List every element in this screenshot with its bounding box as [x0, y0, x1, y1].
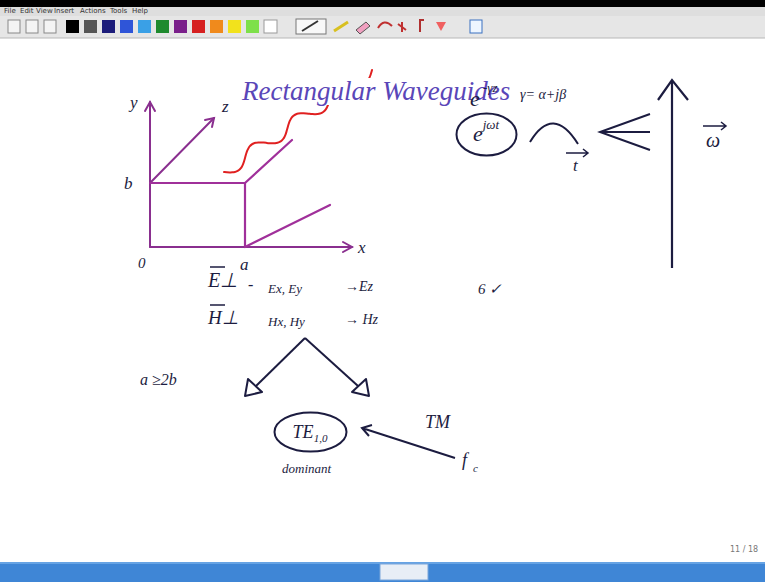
- origin-label: 0: [138, 256, 146, 271]
- menu-item: Tools: [110, 8, 127, 15]
- overbar: [210, 304, 225, 306]
- field-symbol: E⊥: [208, 270, 237, 290]
- field-components: Hx, Hy: [268, 315, 305, 328]
- subscript: c: [473, 463, 478, 474]
- pulse-sketch: [530, 123, 578, 144]
- status-bar-edge: [0, 563, 765, 564]
- branch-tree: [245, 338, 369, 396]
- large-arrow: [658, 80, 688, 268]
- script-text: jωt: [483, 118, 499, 131]
- page-control: [380, 564, 428, 580]
- node-text: TE: [293, 423, 314, 441]
- script-text: 1,0: [314, 433, 328, 444]
- dimension-label: a: [240, 256, 249, 273]
- mode-label: TM: [425, 413, 450, 431]
- tool-icons: [8, 19, 482, 34]
- field-components: → Hz: [345, 313, 378, 327]
- circled-mode: TE1,0: [273, 411, 348, 453]
- axis-label: x: [358, 239, 366, 256]
- field-symbol: H⊥: [208, 308, 239, 327]
- axis-label: z: [222, 98, 229, 115]
- equation-term: e: [470, 88, 480, 110]
- note-mark: 6 ✓: [478, 282, 502, 297]
- circled-term: ejωt: [455, 112, 518, 157]
- menu-item: View: [36, 8, 53, 15]
- vector-symbol: ω: [706, 130, 720, 150]
- condition-note: a ≥2b: [140, 372, 177, 388]
- equation-term: γ= α+jβ: [520, 88, 566, 102]
- axis-label: y: [130, 94, 138, 111]
- vector-arrow: [703, 122, 726, 130]
- menu-bar: [0, 7, 765, 16]
- vector-arrow: [566, 149, 588, 157]
- menu-item: File: [4, 8, 16, 15]
- tool-bar-edge: [0, 38, 765, 39]
- field-components: →Ez: [345, 280, 373, 294]
- chevron-sketch: [600, 114, 650, 150]
- title-bar: [0, 0, 765, 7]
- menu-item: Actions: [80, 8, 106, 15]
- tool-bar: [0, 16, 765, 38]
- waveguide-outline: [150, 140, 330, 247]
- page-number: 11 / 18: [730, 546, 758, 554]
- vector-symbol: t: [573, 157, 578, 174]
- field-components: Ex, Ey: [268, 282, 302, 295]
- node-text: e: [473, 123, 483, 145]
- dimension-label: b: [124, 175, 133, 192]
- equation-term: -: [248, 277, 253, 293]
- menu-item: Help: [132, 8, 148, 15]
- ellipse-outline: [274, 413, 346, 452]
- status-bar: [0, 562, 765, 582]
- menu-item: Edit: [20, 8, 34, 15]
- note-text: dominant: [282, 462, 331, 475]
- exponent: -γz: [483, 81, 498, 94]
- menu-item: Insert: [54, 8, 74, 15]
- axes: [145, 102, 352, 252]
- frequency-symbol: f: [462, 451, 467, 469]
- overbar: [210, 266, 225, 268]
- ellipse-outline: [456, 113, 516, 155]
